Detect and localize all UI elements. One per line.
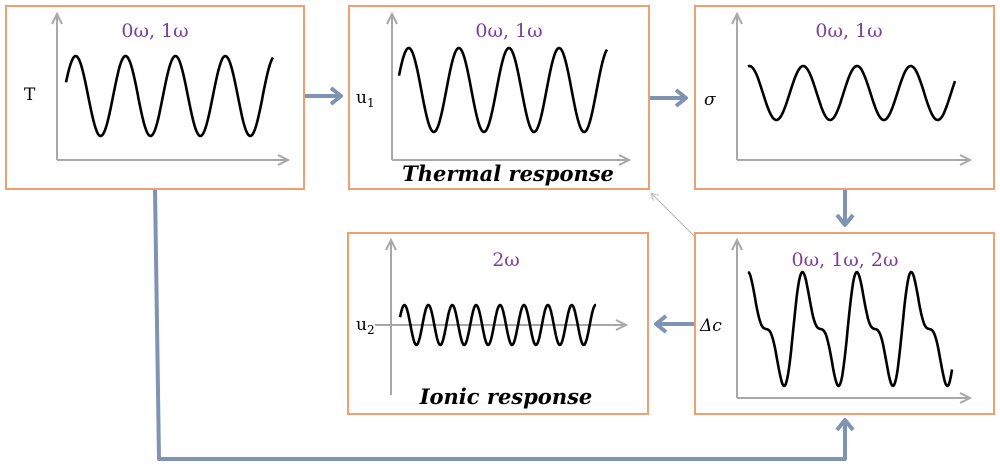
x-axis <box>392 154 632 166</box>
panel-T-frame <box>5 5 305 190</box>
y-axis <box>386 11 398 160</box>
arrow-T-to-deltac <box>153 188 855 461</box>
arrow-sigma-to-deltac <box>835 189 855 227</box>
frequency-label: 0ω, 1ω, 2ω <box>792 249 899 271</box>
variable-label: u2 <box>356 315 375 337</box>
flow-arrows <box>153 86 855 461</box>
waveform-sigma <box>747 64 957 122</box>
frequency-label: 0ω, 1ω <box>121 20 188 42</box>
arrow-u1-to-sigma <box>650 88 688 108</box>
panel-T: 0ω, 1ω T <box>5 5 305 190</box>
panel-u2-frame <box>347 232 649 415</box>
y-axis <box>731 11 743 160</box>
waveform-u1 <box>397 46 609 134</box>
response-caption: Ionic response <box>419 384 593 409</box>
frequency-label: 2ω <box>492 249 520 271</box>
x-axis <box>737 154 973 166</box>
x-axis <box>57 154 291 166</box>
frequency-label: 0ω, 1ω <box>475 20 542 42</box>
waveform-deltac <box>747 270 954 388</box>
y-axis <box>51 11 63 160</box>
arrow-deltac-to-u2 <box>654 314 694 334</box>
variable-label: σ <box>704 90 716 110</box>
panel-u2: 2ω u2 Ionic response <box>347 232 649 415</box>
panel-deltac-frame <box>694 232 995 415</box>
waveform-T <box>64 54 275 138</box>
arrow-T-to-u1 <box>305 86 343 106</box>
y-axis <box>731 237 743 398</box>
panel-u1: 0ω, 1ω u1 Thermal response <box>348 5 650 190</box>
waveform-u2 <box>398 303 597 347</box>
variable-label: Δc <box>699 316 722 336</box>
frequency-label: 0ω, 1ω <box>815 20 882 42</box>
panel-deltac: 0ω, 1ω, 2ω Δc <box>694 232 995 415</box>
response-caption: Thermal response <box>402 161 614 186</box>
y-axis <box>385 237 397 395</box>
x-axis <box>737 392 973 404</box>
thin-arrow-deltac-to-u1 <box>652 194 695 237</box>
panel-sigma-frame <box>694 5 995 190</box>
variable-label: u1 <box>356 88 375 110</box>
x-axis <box>375 319 629 331</box>
panel-sigma: 0ω, 1ω σ <box>694 5 995 190</box>
panel-u1-frame <box>348 5 650 190</box>
variable-label: T <box>24 85 36 105</box>
